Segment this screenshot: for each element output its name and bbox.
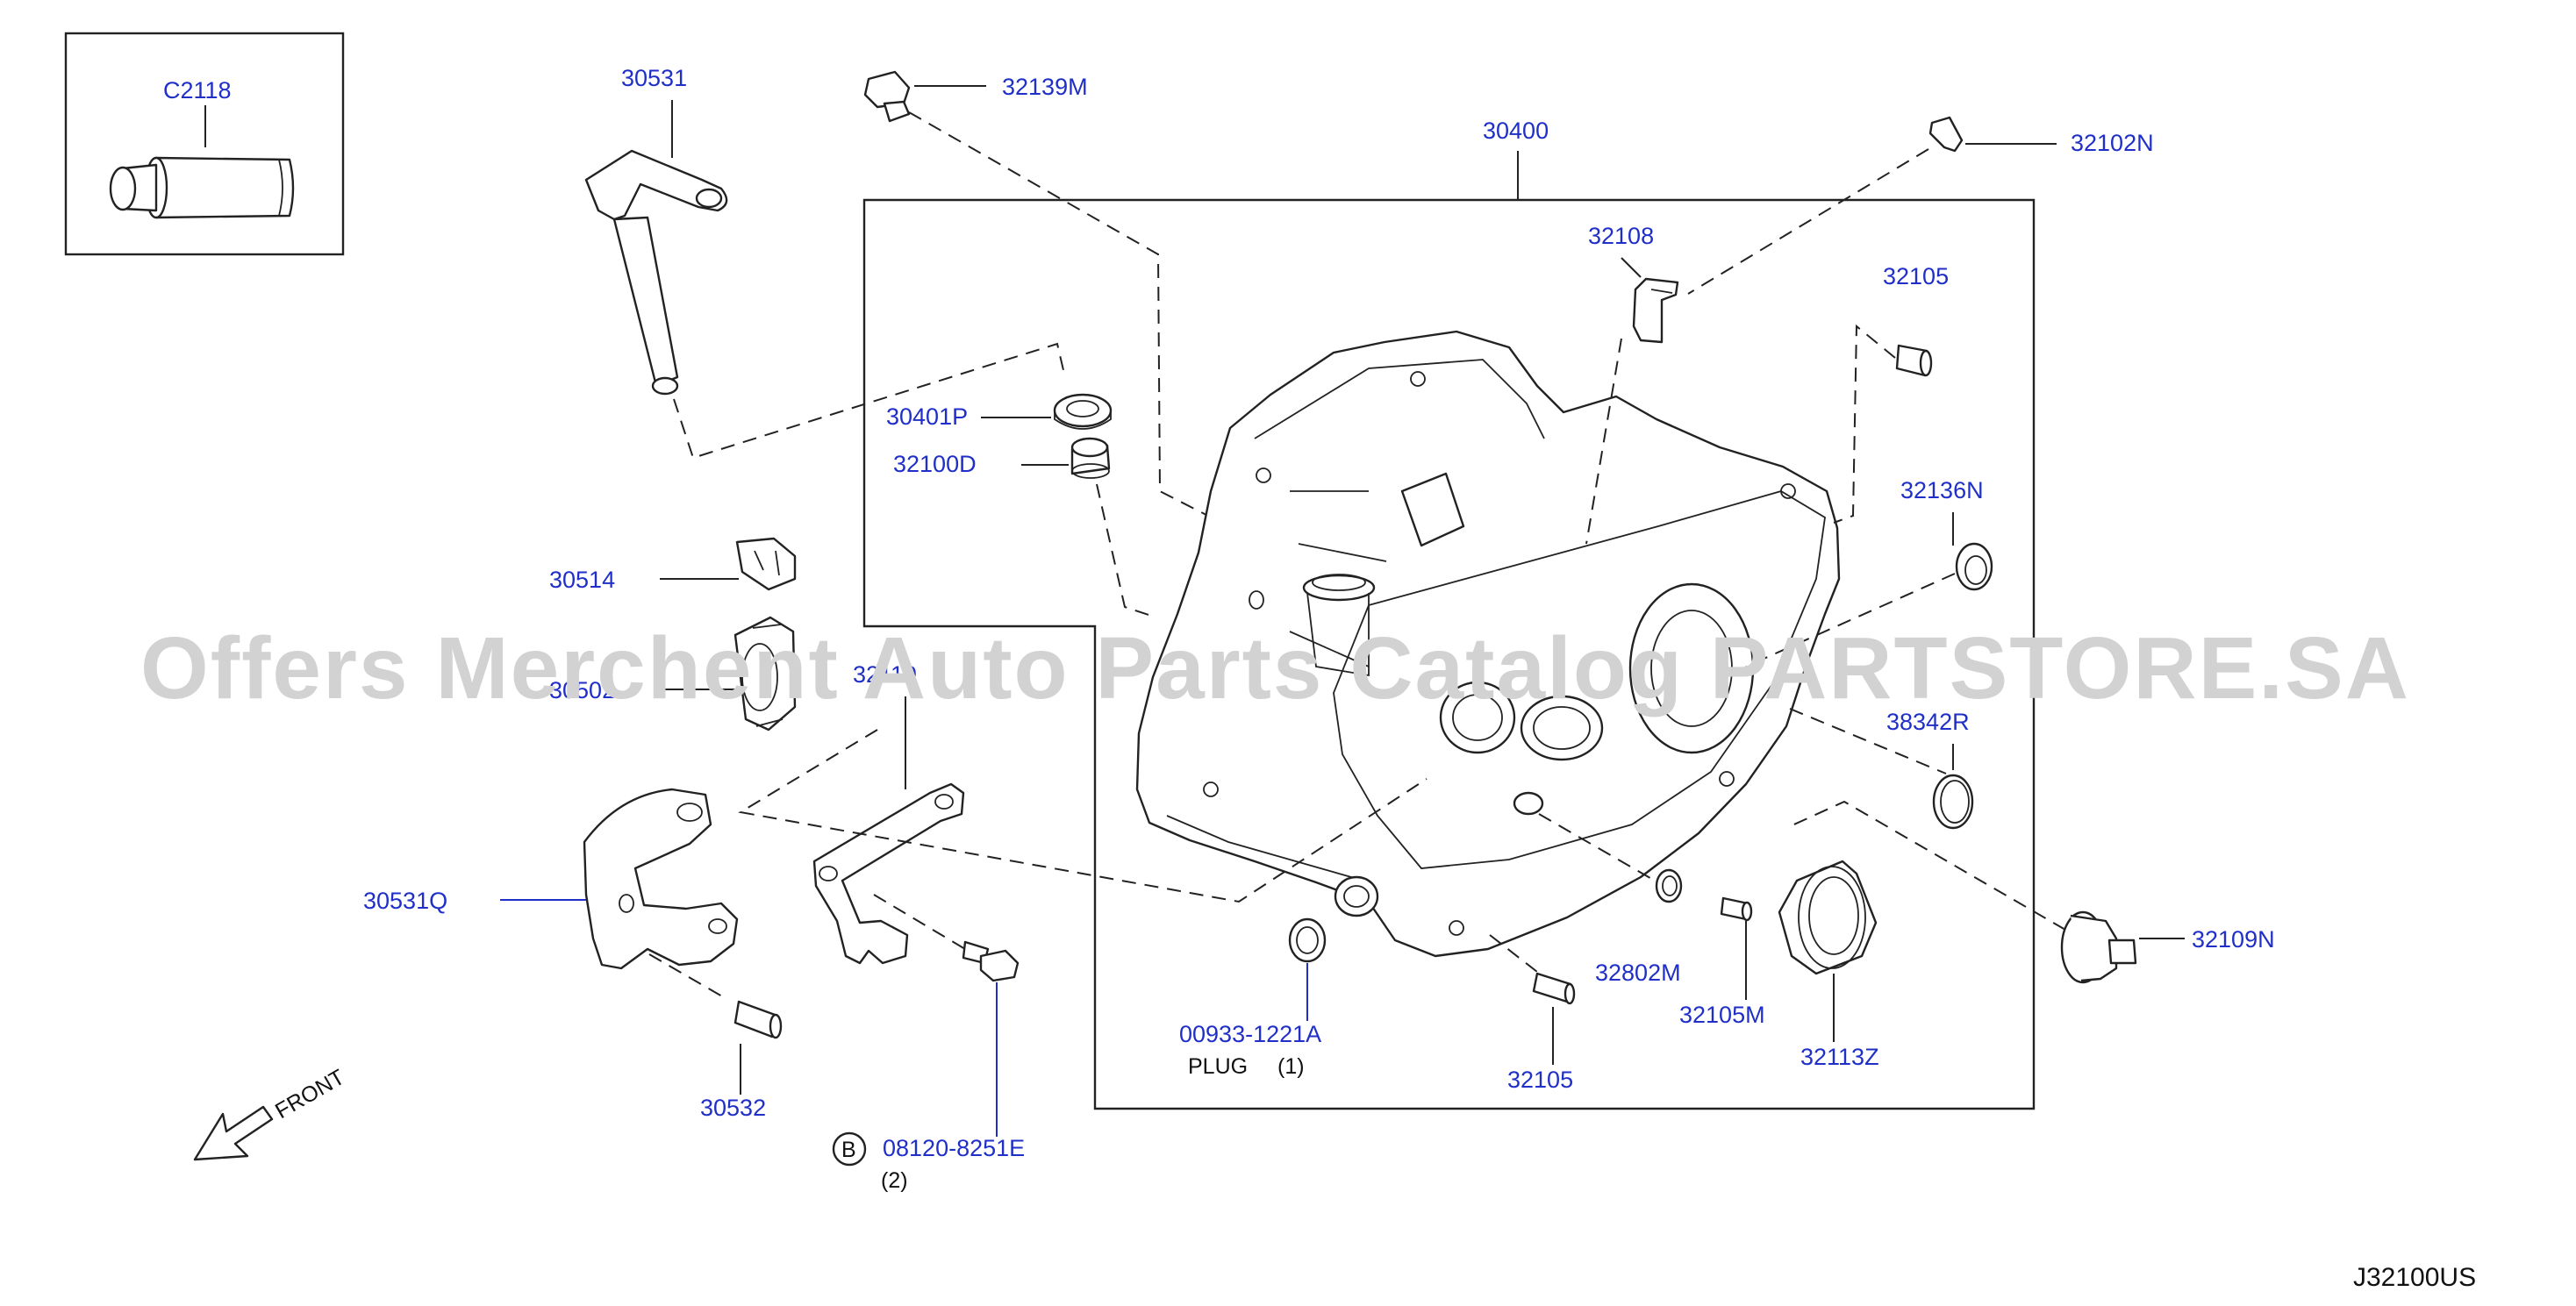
p32136n-label[interactable]: 32136N [1900,477,1984,503]
lever-32119[interactable] [812,782,965,965]
cap-32109n[interactable] [2060,910,2137,984]
p32102n-label[interactable]: 32102N [2071,130,2154,156]
p30502-label[interactable]: 30502 [549,677,615,703]
p32100d-label[interactable]: 32100D [893,451,977,477]
p32105-bottom-label[interactable]: 32105 [1507,1067,1573,1093]
ref-badge: B [841,1138,856,1162]
fork-30531q[interactable] [583,788,739,970]
front-arrow-icon [193,1105,274,1161]
p30400-label[interactable]: 30400 [1483,118,1549,144]
bracket-32108[interactable] [1632,277,1679,344]
pin-32105m[interactable] [1720,896,1753,922]
p32119-label[interactable]: 32119 [853,661,917,688]
p32109n-label[interactable]: 32109N [2192,926,2275,953]
bearing-30502[interactable] [733,616,797,732]
p08120-label[interactable]: 08120-8251E [883,1135,1025,1161]
bolt-08120-8251e[interactable] [962,940,1020,982]
p32139m-label[interactable]: 32139M [1002,74,1088,100]
p30514-label[interactable]: 30514 [549,567,615,593]
bushing-32100d[interactable] [1070,437,1111,479]
transmission-case-30400[interactable] [1135,330,1841,958]
p32802m-label[interactable]: 32802M [1595,960,1681,986]
p30531-label[interactable]: 30531 [621,65,687,91]
plug-00933-1221a[interactable] [1288,917,1327,963]
watermark: Offers Merchent Auto Parts Catalog PARTS… [140,619,2410,717]
p30531q-label[interactable]: 30531Q [363,888,447,914]
pin-32105-top[interactable] [1895,344,1933,377]
p00933-label[interactable]: 00933-1221A [1179,1021,1321,1047]
ref-badge-circle [832,1131,867,1167]
c2118-label[interactable]: C2118 [163,77,232,103]
p30532-label[interactable]: 30532 [700,1095,766,1121]
holder-30514[interactable] [735,537,797,591]
front-label: FRONT [271,1065,349,1124]
p32105-top-label[interactable]: 32105 [1883,263,1949,289]
washer-32802m[interactable] [1655,868,1683,903]
pin-32105-bottom[interactable] [1532,972,1576,1005]
clip-32102n[interactable] [1928,116,1964,153]
c2118-part[interactable] [109,156,295,219]
seal-30401p[interactable] [1053,393,1113,430]
p30401p-label[interactable]: 30401P [886,403,968,430]
diagram-code: J32100US [2353,1263,2476,1292]
plug-label: PLUG [1188,1054,1248,1079]
seal-32136n[interactable] [1955,542,1993,591]
shift-lever-30531[interactable] [584,149,728,396]
p32113z-label[interactable]: 32113Z [1800,1044,1879,1070]
bolt-32139m[interactable] [863,70,911,123]
inset-frame [64,32,345,256]
p32108-label[interactable]: 32108 [1588,223,1654,249]
bearing-32113z[interactable] [1778,860,1878,975]
plug-qty-label: (1) [1277,1054,1305,1079]
p38342r-label[interactable]: 38342R [1886,709,1970,735]
pin-30532[interactable] [733,1000,783,1039]
bolt-qty-label: (2) [881,1168,908,1193]
main-frame [862,198,2036,1110]
ring-38342r[interactable] [1932,774,1974,830]
p32105m-label[interactable]: 32105M [1679,1002,1765,1028]
